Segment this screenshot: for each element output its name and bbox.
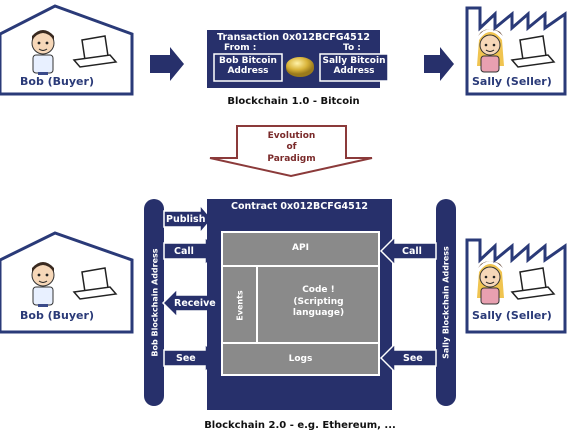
logs-section [221, 342, 380, 376]
laptop-icon [72, 267, 118, 300]
to-address-box [319, 53, 389, 82]
blockchain-2-caption: Blockchain 2.0 - e.g. Ethereum, ... [204, 420, 396, 431]
call-label-left: Call [174, 246, 194, 257]
evolution-arrow [209, 125, 373, 178]
from-label: From : [224, 43, 257, 53]
evolution-text: Evolution of Paradigm [267, 131, 316, 164]
see-label-right: See [403, 353, 423, 364]
publish-arrow [163, 202, 213, 236]
sally-blockchain-address-bar [436, 199, 456, 406]
to-label: To : [343, 43, 361, 53]
laptop-icon [510, 267, 556, 300]
laptop-icon [510, 35, 556, 68]
coin-icon [286, 57, 314, 77]
seller-label-bottom: Sally (Seller) [472, 309, 552, 322]
bob-blockchain-address-label: Bob Blockchain Address [150, 248, 160, 357]
buyer-label-top: Bob (Buyer) [20, 75, 94, 88]
seller-avatar-icon [477, 29, 504, 73]
from-address-box [213, 53, 283, 82]
seller-avatar-icon [477, 261, 504, 305]
api-section [221, 231, 380, 267]
sally-blockchain-address-label: Sally Blockchain Address [441, 246, 451, 359]
bob-blockchain-address-bar [144, 199, 164, 406]
contract-title: Contract 0x012BCFG4512 [231, 201, 368, 212]
see-arrow-right [379, 342, 437, 374]
receive-label: Receive [174, 298, 216, 309]
seller-factory-bottom [465, 238, 567, 334]
see-label-left: See [176, 353, 196, 364]
flow-arrow-top-right [424, 47, 454, 81]
to-address: Sally Bitcoin Address [322, 56, 386, 76]
logs-label: Logs [288, 354, 313, 364]
buyer-label-bottom: Bob (Buyer) [20, 309, 94, 322]
transaction-title: Transaction 0x012BCFG4512 [217, 32, 370, 43]
publish-label: Publish [166, 214, 206, 225]
api-label: API [292, 243, 309, 253]
laptop-icon [72, 35, 118, 68]
buyer-avatar-icon [31, 262, 55, 307]
call-arrow-right [379, 235, 437, 267]
buyer-house-bottom [0, 231, 134, 334]
blockchain-1-caption: Blockchain 1.0 - Bitcoin [227, 96, 360, 107]
from-address: Bob Bitcoin Address [219, 56, 277, 76]
code-label: Code ! (Scripting language) [292, 285, 345, 319]
seller-label-top: Sally (Seller) [472, 75, 552, 88]
flow-arrow-top-left [150, 47, 184, 81]
buyer-avatar-icon [31, 30, 55, 75]
events-label: Events [235, 290, 245, 321]
call-label-right: Call [402, 246, 422, 257]
